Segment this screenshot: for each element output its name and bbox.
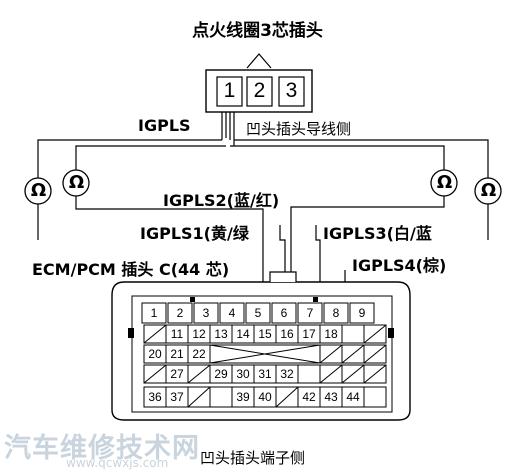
ecm-pin: 4 bbox=[228, 306, 236, 320]
ecm-connector-label: ECM/PCM 插头 C(44 芯) bbox=[32, 260, 230, 279]
ohm-icon: Ω bbox=[480, 180, 497, 201]
ecm-pin: 12 bbox=[192, 327, 206, 341]
ecm-pin: 5 bbox=[254, 306, 262, 320]
label-igpls1: IGPLS1(黄/绿 bbox=[140, 224, 249, 243]
connector-tab-right bbox=[388, 328, 394, 338]
top-side-caption: 凹头插头导线侧 bbox=[246, 120, 352, 138]
pin-3-cell bbox=[278, 76, 305, 107]
pin-2-cell bbox=[246, 76, 273, 107]
diagram-title: 点火线圈3芯插头 bbox=[192, 21, 323, 41]
ecm-pin: 29 bbox=[214, 367, 228, 381]
ecm-pin: 32 bbox=[280, 367, 294, 381]
ecm-pin: 11 bbox=[170, 327, 184, 341]
wire-bundle bbox=[37, 112, 489, 300]
ecm-pin: 17 bbox=[302, 327, 316, 341]
ecm-pin: 9 bbox=[358, 306, 366, 320]
ecm-pin: 16 bbox=[280, 327, 294, 341]
ohm-meter-inner-right bbox=[430, 169, 458, 197]
ecm-pin: 6 bbox=[280, 306, 288, 320]
watermark-url: www.qcwxjs.com bbox=[66, 456, 169, 470]
label-igpls4: IGPLS4(棕) bbox=[352, 256, 447, 275]
ecm-pin: 22 bbox=[192, 347, 206, 361]
ohm-icon: Ω bbox=[68, 172, 85, 193]
label-igpls: IGPLS bbox=[138, 116, 191, 135]
ecm-pin: 31 bbox=[258, 367, 272, 381]
top-pin-1: 1 bbox=[223, 79, 236, 102]
row1-cells bbox=[141, 302, 375, 324]
ecm-pin: 37 bbox=[170, 390, 184, 404]
ecm-pin: 43 bbox=[324, 390, 338, 404]
top-pin-2: 2 bbox=[253, 79, 266, 102]
ecm-pin: 40 bbox=[258, 390, 272, 404]
top-pin-3: 3 bbox=[285, 79, 298, 102]
ecm-pin: 14 bbox=[236, 327, 250, 341]
label-igpls3: IGPLS3(白/蓝 bbox=[323, 224, 432, 243]
ecm-pin: 36 bbox=[148, 390, 162, 404]
ohm-meter-outer-right bbox=[474, 177, 502, 205]
label-igpls2: IGPLS2(蓝/红) bbox=[163, 191, 280, 210]
ecm-pin: 42 bbox=[302, 390, 316, 404]
ecm-pin: 2 bbox=[176, 306, 184, 320]
connector-tab-left bbox=[128, 328, 134, 338]
ecm-pin: 18 bbox=[324, 327, 338, 341]
ecm-pin: 15 bbox=[258, 327, 272, 341]
ecm-pin: 27 bbox=[170, 367, 184, 381]
pin-1-cell bbox=[216, 76, 243, 107]
unused-cavity-marks bbox=[143, 324, 387, 408]
ohm-meter-inner-left bbox=[62, 169, 90, 197]
ecm-pin: 1 bbox=[150, 306, 158, 320]
ecm-pin: 3 bbox=[202, 306, 210, 320]
ecm-pin: 7 bbox=[306, 306, 314, 320]
ecm-side-caption: 凹头插头端子侧 bbox=[200, 449, 306, 467]
ecm-pin: 39 bbox=[236, 390, 250, 404]
ecm-pin: 13 bbox=[214, 327, 228, 341]
ohm-icon: Ω bbox=[436, 172, 453, 193]
ecm-pin: 21 bbox=[170, 347, 184, 361]
watermark-brand: 汽车维修技术网 bbox=[4, 433, 200, 464]
ecm-pin: 8 bbox=[332, 306, 340, 320]
connector-lock bbox=[269, 271, 297, 282]
ecm-pin: 44 bbox=[346, 390, 360, 404]
connector-latch bbox=[246, 53, 272, 69]
ohm-icon: Ω bbox=[30, 180, 47, 201]
ohm-meter-outer-left bbox=[24, 177, 52, 205]
ecm-pin: 30 bbox=[236, 367, 250, 381]
ecm-pin: 20 bbox=[148, 347, 162, 361]
